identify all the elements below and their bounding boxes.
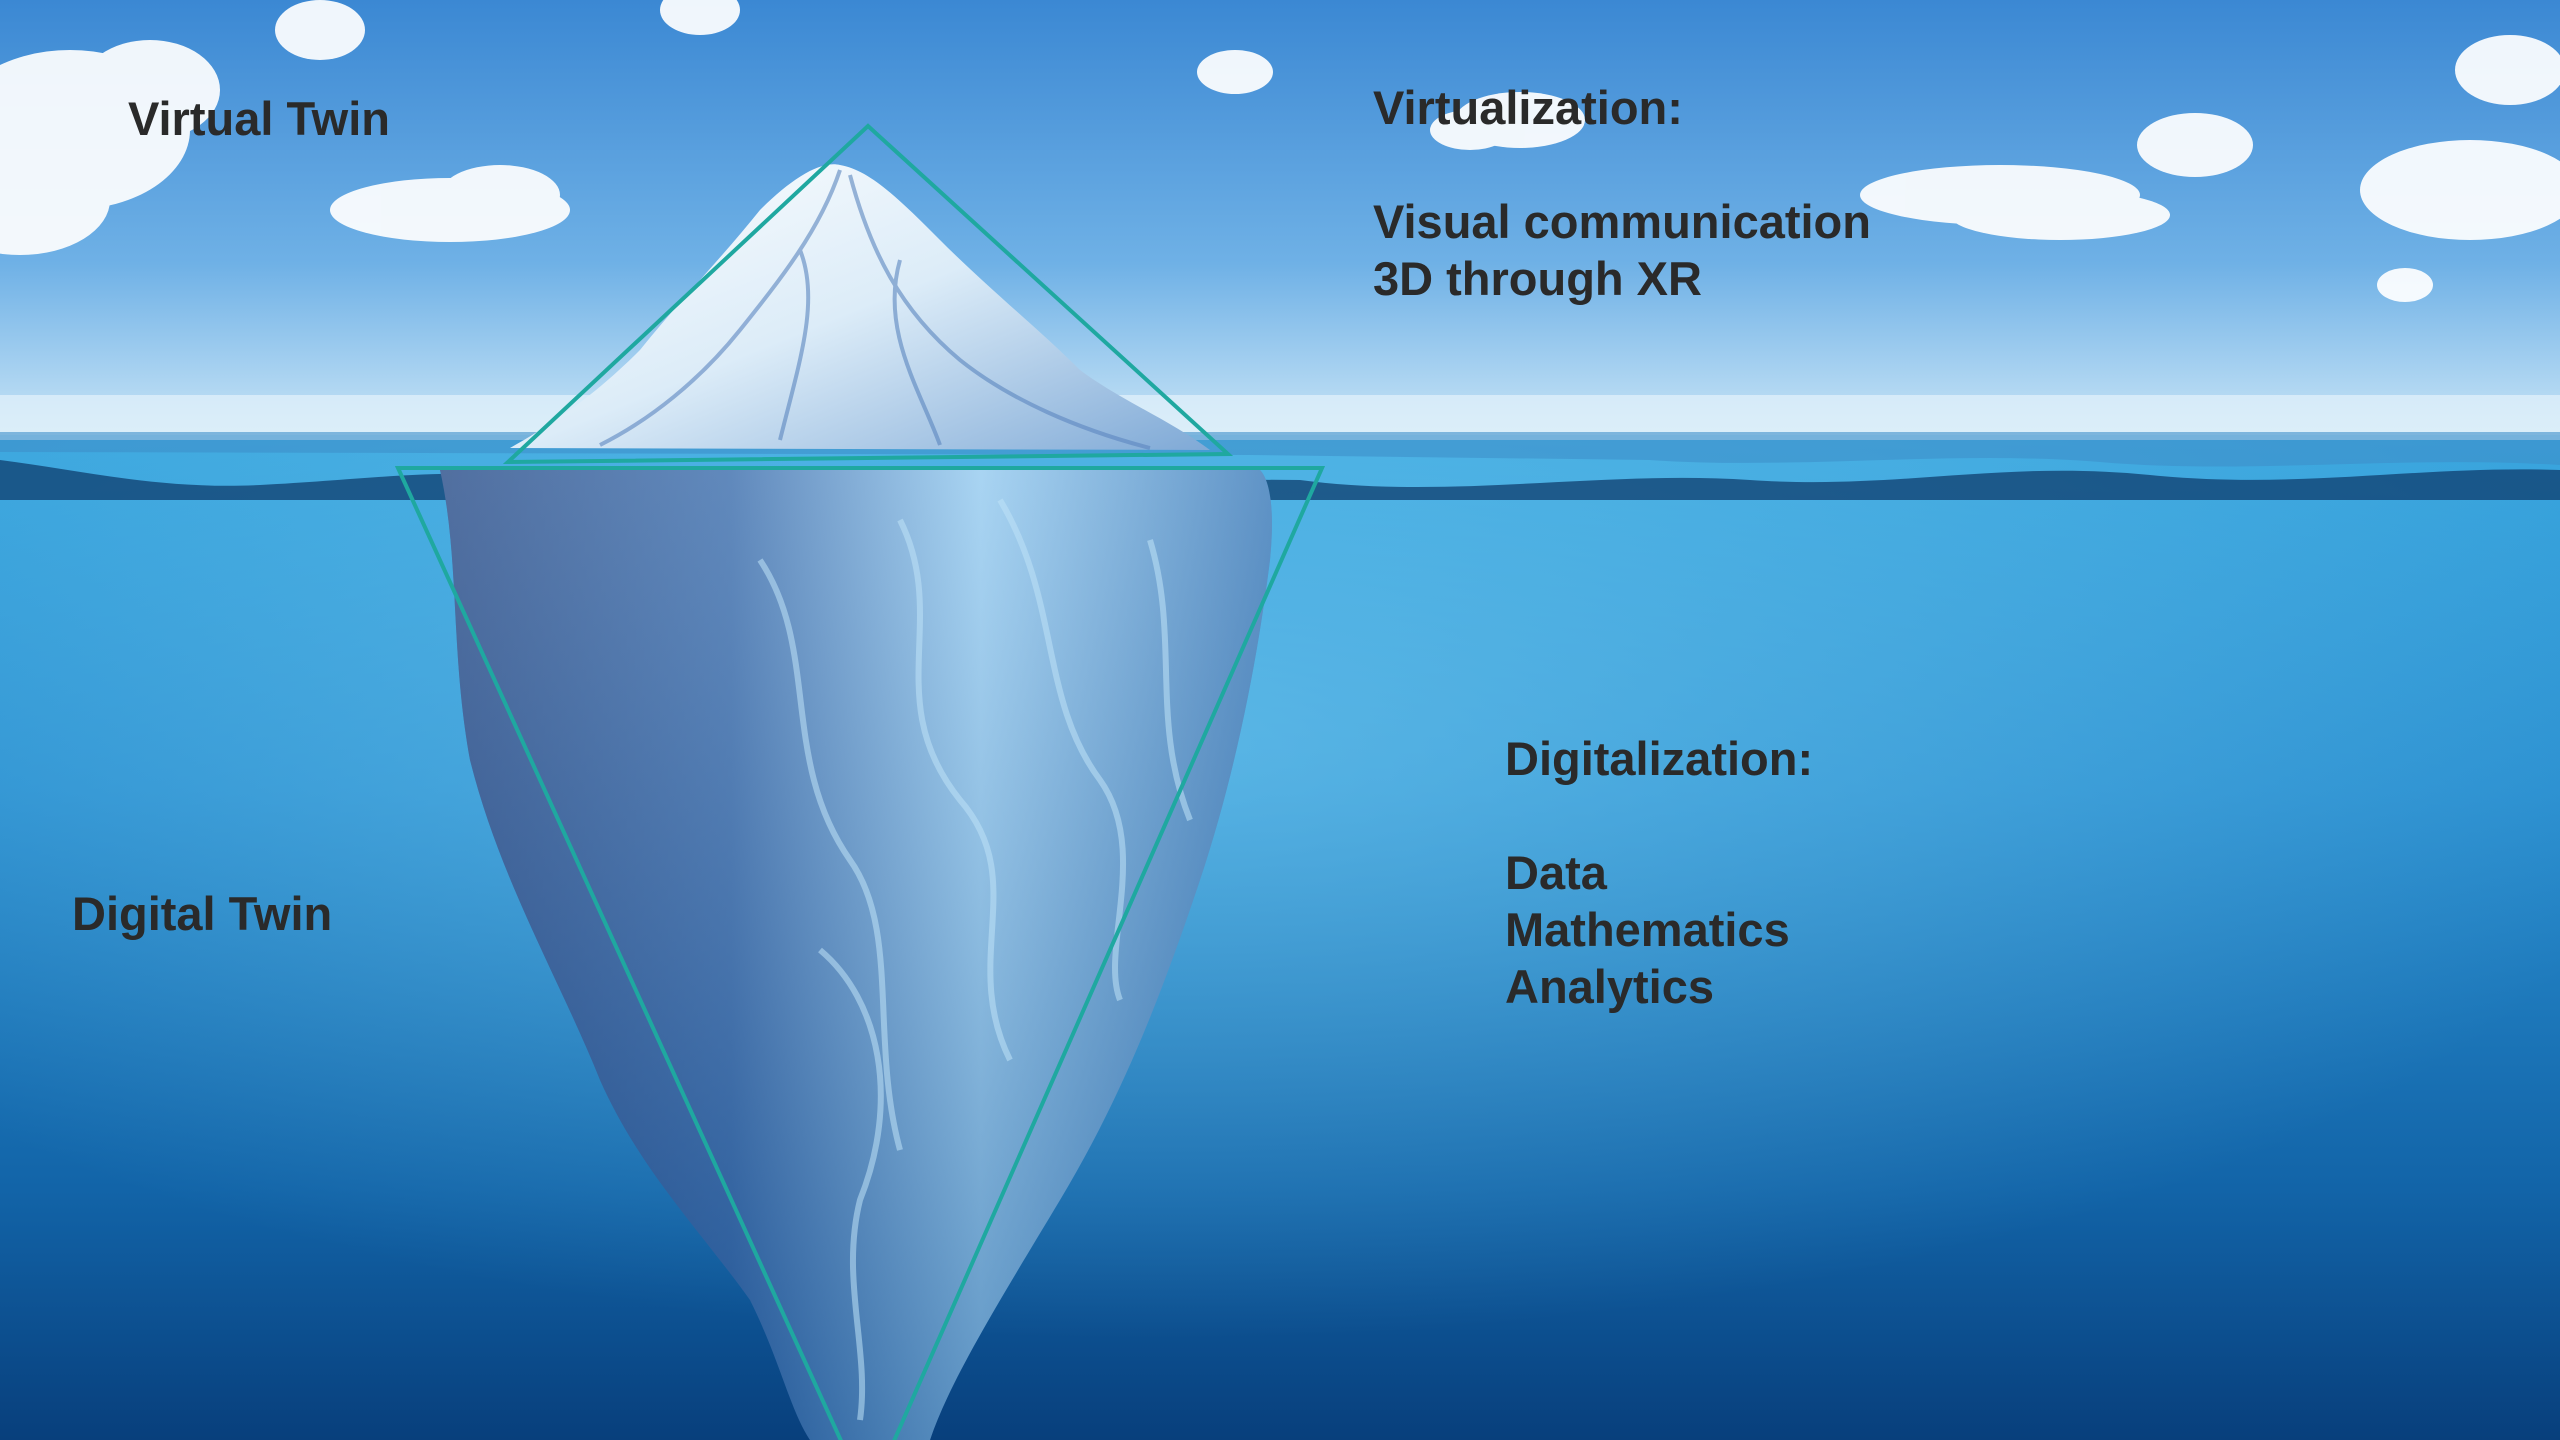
virtualization-heading: Virtualization: (1373, 81, 1683, 134)
virtual-twin-triangle (502, 123, 1234, 465)
virtual-twin-label: Virtual Twin (128, 92, 391, 145)
digitalization-item: Mathematics (1505, 903, 1790, 956)
digitalization-block: Digitalization: Data Mathematics Analyti… (1505, 730, 1813, 1015)
clouds (0, 0, 2560, 302)
digitalization-item: Data (1505, 846, 1607, 899)
digital-twin-triangle (394, 466, 1326, 1440)
iceberg-tip (510, 164, 1210, 450)
virtualization-item: Visual communication (1373, 195, 1871, 248)
horizon-haze (0, 395, 2560, 435)
iceberg-tip-ridges (599, 169, 1151, 450)
virtualization-block: Virtualization: Visual communication 3D … (1373, 79, 1871, 307)
digitalization-heading: Digitalization: (1505, 732, 1814, 785)
digitalization-item: Analytics (1505, 960, 1714, 1013)
underwater-glow (0, 440, 2560, 1440)
digital-twin-label: Digital Twin (72, 887, 333, 940)
virtualization-item: 3D through XR (1373, 252, 1702, 305)
